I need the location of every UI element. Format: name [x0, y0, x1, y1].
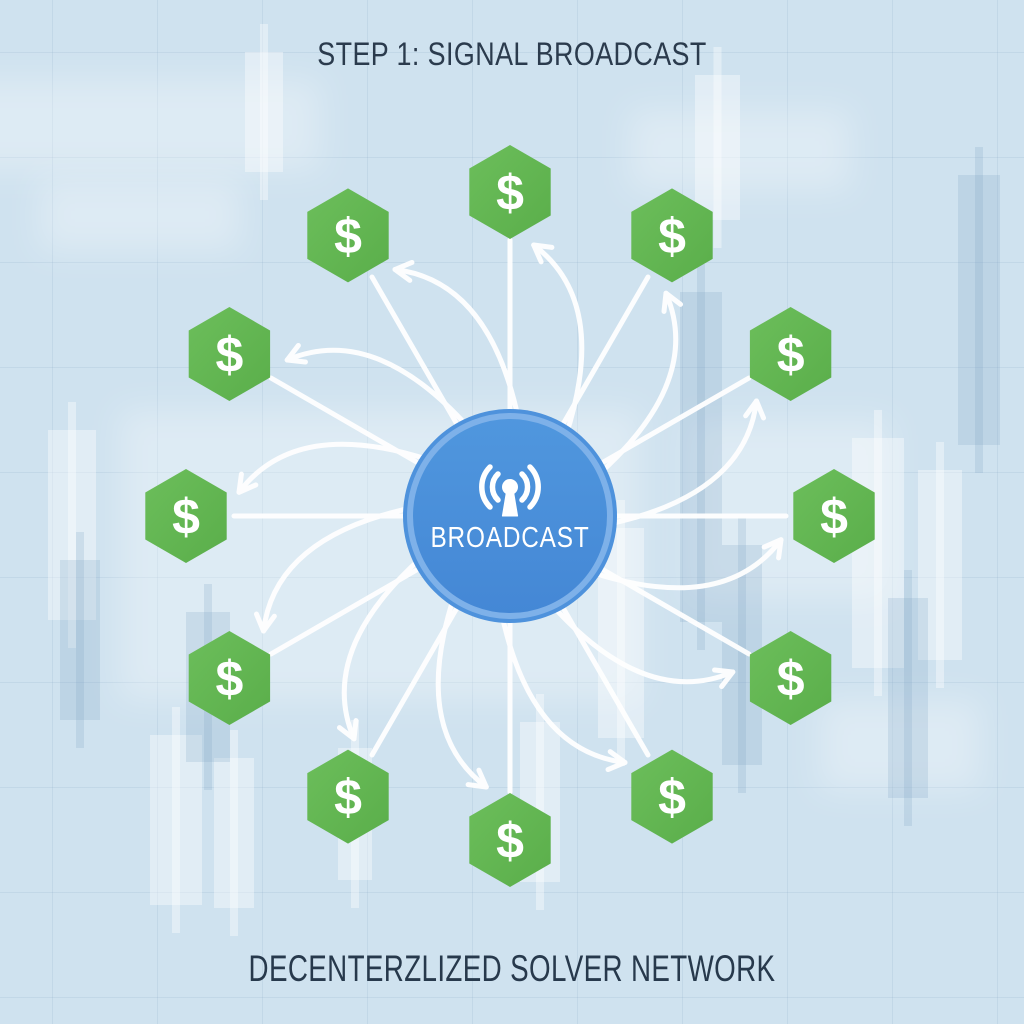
dollar-sign-label: $ — [215, 327, 243, 383]
candlestick-wick — [260, 24, 268, 200]
candlestick-body — [958, 175, 1000, 445]
solver-node: $ — [469, 145, 551, 239]
solver-node: $ — [145, 469, 227, 563]
dollar-sign-label: $ — [496, 165, 524, 221]
hexagon-icon — [631, 749, 713, 844]
hexagon-icon — [307, 749, 389, 844]
candlestick-wick — [904, 570, 912, 826]
candlestick-wick — [936, 442, 944, 688]
solver-node: $ — [188, 631, 271, 725]
hexagon-icon — [188, 631, 271, 725]
candlestick-body — [60, 560, 100, 720]
candlestick-body — [852, 438, 904, 668]
antenna-mast — [501, 490, 519, 517]
solver-nodes: $ $ $ $ $ $ $ $ $ $ $ $ — [145, 145, 875, 887]
signal-ray-straight — [268, 375, 430, 471]
candlestick-wick — [230, 730, 238, 936]
solver-node: $ — [469, 793, 551, 887]
candlestick-wick — [536, 694, 544, 910]
candlestick-body — [150, 735, 202, 905]
dollar-sign-label: $ — [334, 208, 362, 264]
dollar-sign-label: $ — [172, 489, 200, 545]
signal-wave-left-inner — [489, 471, 501, 503]
hexagon-icon — [749, 631, 832, 725]
candlestick-wick — [874, 410, 882, 696]
hub-label: BROADCAST — [430, 521, 589, 553]
candlestick-wick — [617, 500, 625, 766]
background-cloud — [0, 80, 320, 170]
hexagon-icon — [749, 307, 832, 401]
dollar-sign-label: $ — [658, 770, 686, 826]
signal-wave-left-outer — [479, 464, 493, 510]
signal-ray-straight — [555, 596, 651, 758]
hexagon-icon — [793, 469, 875, 563]
dollar-sign-label: $ — [658, 208, 686, 264]
signal-wave-right-inner — [519, 471, 531, 503]
candlestick-body — [48, 430, 96, 620]
candlestick-body — [245, 52, 283, 172]
signal-ray-straight — [590, 375, 752, 471]
signal-ray-straight — [369, 596, 465, 758]
candlestick-wick — [76, 532, 84, 748]
solver-node: $ — [188, 307, 271, 401]
signal-arrow-curved — [392, 259, 521, 422]
background-cloud — [630, 110, 850, 190]
hexagon-icon — [307, 188, 389, 283]
solver-node: $ — [307, 188, 389, 283]
solver-node: $ — [749, 631, 832, 725]
dollar-sign-label: $ — [820, 489, 848, 545]
dollar-sign-label: $ — [215, 651, 243, 707]
hexagon-icon — [469, 145, 551, 239]
page-title: STEP 1: SIGNAL BROADCAST — [317, 36, 707, 72]
signal-wave-right-outer — [527, 464, 541, 510]
broadcast-signal-icon — [479, 464, 541, 517]
hexagon-icon — [469, 793, 551, 887]
dollar-sign-label: $ — [496, 813, 524, 869]
hexagon-icon — [145, 469, 227, 563]
candlestick-body — [214, 758, 254, 908]
dollar-sign-label: $ — [777, 651, 805, 707]
signal-ray-straight — [268, 561, 430, 657]
candlestick-body — [680, 292, 722, 622]
hexagon-icon — [631, 188, 713, 283]
candlestick-wick — [713, 47, 722, 248]
candlestick-wick — [697, 264, 705, 650]
solver-node: $ — [749, 307, 832, 401]
broadcast-hub: BROADCAST — [403, 409, 617, 623]
dollar-sign-label: $ — [777, 327, 805, 383]
signal-ray-straight — [369, 274, 465, 436]
solver-node: $ — [631, 749, 713, 844]
antenna-head — [502, 479, 518, 495]
candlestick-body — [695, 75, 740, 220]
candlestick-wick — [68, 402, 76, 648]
candlestick-body — [888, 598, 928, 798]
background-cloud — [820, 700, 980, 790]
signal-lines — [231, 237, 789, 795]
dollar-sign-label: $ — [334, 770, 362, 826]
solver-node: $ — [793, 469, 875, 563]
solver-node: $ — [307, 749, 389, 844]
hexagon-icon — [188, 307, 271, 401]
candlestick-body — [918, 470, 962, 660]
footer-caption: DECENTERZLIZED SOLVER NETWORK — [248, 948, 776, 989]
signal-ray-straight — [555, 274, 651, 436]
candlestick-wick — [738, 517, 746, 793]
background-cloud — [40, 180, 240, 250]
candlestick-wick — [975, 147, 983, 473]
candlestick-wick — [172, 707, 180, 933]
signal-ray-straight — [590, 561, 752, 657]
solver-node: $ — [631, 188, 713, 283]
